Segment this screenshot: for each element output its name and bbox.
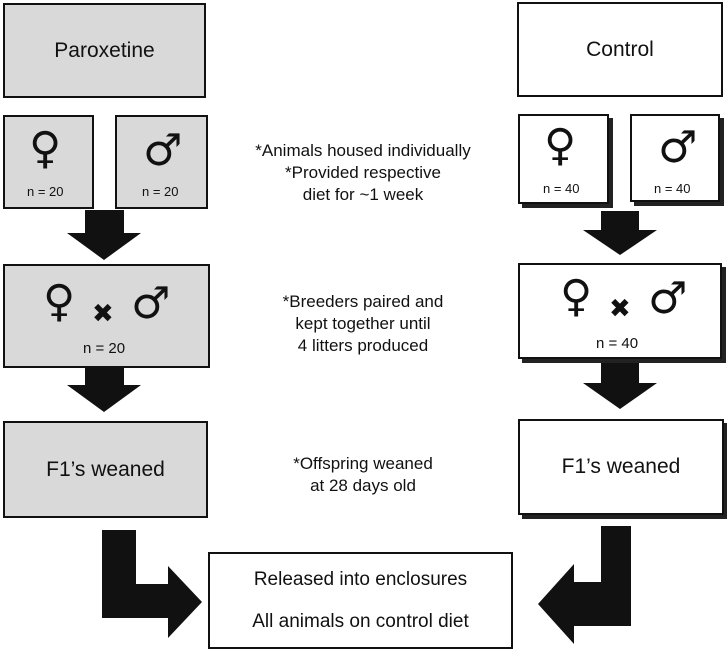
female-symbol-icon: ♀ [560, 271, 593, 322]
cross-icon: ✖ [609, 294, 631, 324]
paroxetine-male-box: ♂ n = 20 [115, 115, 208, 209]
arrow-bent-control [538, 526, 631, 644]
weaning-note-line-2: at 28 days old [310, 476, 416, 495]
arrow-bent-paroxetine [102, 530, 202, 638]
paroxetine-weaned-label: F1’s weaned [46, 457, 165, 481]
control-female-box: ♀ n = 40 [518, 114, 609, 204]
male-symbol-icon: ♂ [658, 122, 698, 173]
control-pair-n: n = 40 [596, 335, 639, 352]
female-symbol-icon: ♀ [29, 123, 62, 174]
arrow-down-control-1 [583, 211, 657, 255]
control-female-n: n = 40 [543, 181, 580, 196]
male-symbol-icon: ♂ [143, 125, 183, 176]
control-pair-box: ♀ ✖ ♂ n = 40 [518, 263, 722, 359]
female-symbol-icon: ♀ [43, 276, 76, 327]
weaning-note-line-1: *Offspring weaned [293, 454, 433, 473]
paroxetine-pair-n: n = 20 [83, 340, 126, 357]
housing-note: *Animals housed individually *Provided r… [218, 140, 508, 206]
arrow-down-paroxetine-2 [67, 367, 141, 412]
control-male-n: n = 40 [654, 181, 691, 196]
release-line-2: All animals on control diet [252, 610, 469, 632]
paroxetine-pair-box: ♀ ✖ ♂ n = 20 [3, 264, 210, 368]
paroxetine-female-box: ♀ n = 20 [3, 115, 94, 209]
paroxetine-female-n: n = 20 [27, 184, 64, 199]
paroxetine-weaned-box: F1’s weaned [3, 421, 208, 518]
control-weaned-box: F1’s weaned [518, 419, 724, 515]
housing-note-line-1: *Animals housed individually [255, 141, 471, 160]
paroxetine-title: Paroxetine [54, 38, 155, 62]
release-line-1: Released into enclosures [253, 568, 468, 590]
breeding-note: *Breeders paired and kept together until… [218, 291, 508, 357]
male-symbol-icon: ♂ [648, 273, 688, 324]
release-box: Released into enclosures All animals on … [208, 552, 513, 649]
control-header-box: Control [517, 2, 723, 97]
breeding-note-line-3: 4 litters produced [297, 336, 429, 355]
weaning-note: *Offspring weaned at 28 days old [218, 453, 508, 497]
control-weaned-label: F1’s weaned [561, 455, 681, 478]
breeding-note-line-1: *Breeders paired and [282, 292, 444, 311]
paroxetine-male-n: n = 20 [142, 184, 179, 199]
arrow-down-control-2 [583, 362, 657, 409]
housing-note-line-3: diet for ~1 week [302, 185, 424, 204]
paroxetine-header-box: Paroxetine [3, 3, 206, 98]
control-title: Control [586, 37, 654, 61]
breeding-note-line-2: kept together until [295, 314, 431, 333]
cross-icon: ✖ [92, 299, 114, 329]
arrow-down-paroxetine-1 [67, 210, 141, 260]
female-symbol-icon: ♀ [544, 120, 577, 171]
control-male-box: ♂ n = 40 [630, 114, 720, 202]
housing-note-line-2: *Provided respective [285, 163, 441, 182]
male-symbol-icon: ♂ [131, 278, 171, 329]
